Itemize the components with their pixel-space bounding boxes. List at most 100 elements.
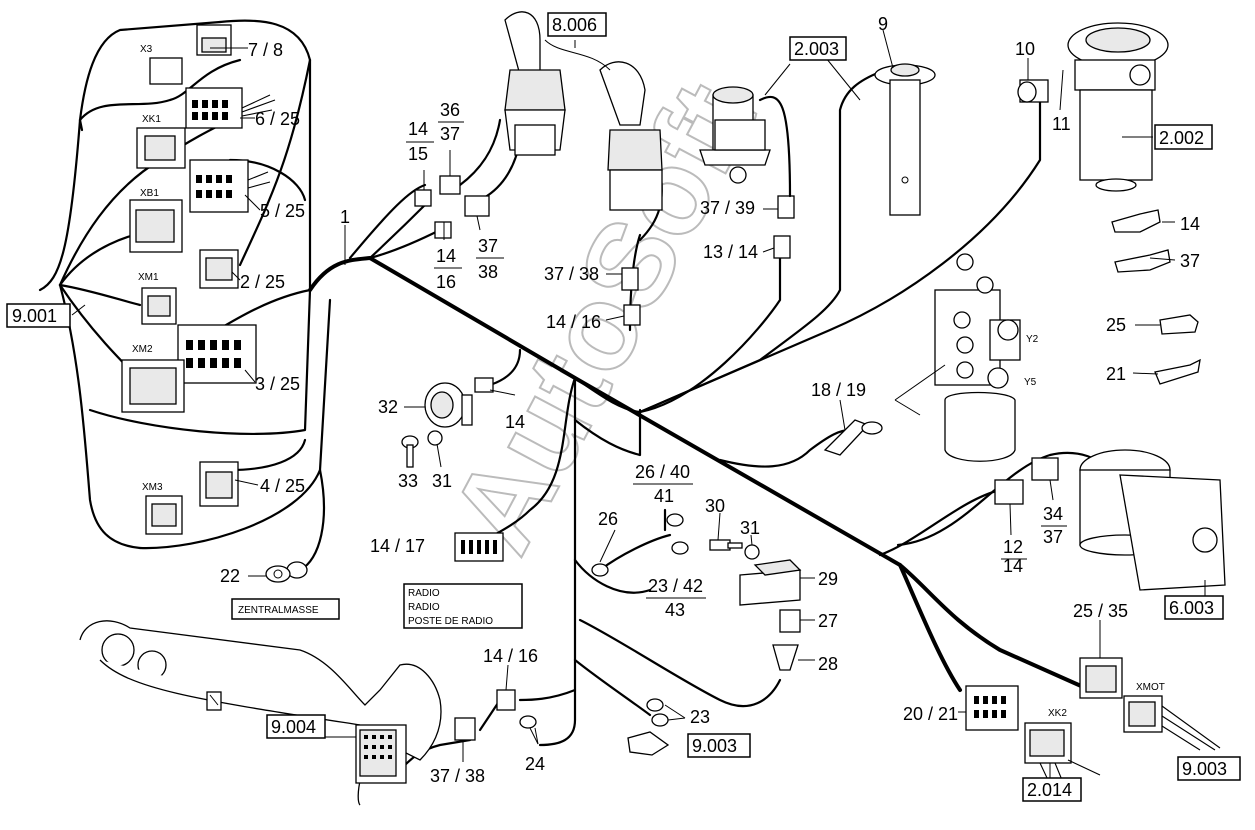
callout-24: 24: [525, 754, 545, 774]
callout-33: 33: [398, 471, 418, 491]
callout-14-b: 14: [505, 412, 525, 432]
connector-37-38-b: [621, 267, 639, 291]
callout-37-39: 37 / 39: [700, 198, 755, 218]
radio-label-1: RADIO: [408, 588, 440, 599]
ref-box-6-003: 6.003: [1164, 595, 1224, 620]
svg-text:2.002: 2.002: [1159, 128, 1204, 148]
callout-34-37-den: 37: [1043, 527, 1063, 547]
callout-25-35: 25 / 35: [1073, 601, 1128, 621]
connector-14-16-a: [434, 221, 452, 239]
radio-label-3: POSTE DE RADIO: [408, 616, 493, 627]
callout-1: 1: [340, 207, 350, 227]
ref-box-9-003-b: 9.003: [1177, 756, 1241, 781]
ground-cable-26: [591, 508, 689, 577]
joystick-left: [504, 11, 566, 156]
callout-31-b: 31: [740, 518, 760, 538]
callout-14-15-num: 14: [408, 119, 428, 139]
connector-14-horn: [474, 377, 494, 393]
callout-13-14: 13 / 14: [703, 242, 758, 262]
sensor-9-004: [355, 724, 407, 784]
label-y2: Y2: [1026, 334, 1039, 345]
callout-3-25: 3 / 25: [255, 374, 300, 394]
callout-23: 23: [690, 707, 710, 727]
callout-11: 11: [1052, 114, 1071, 134]
connector-4-25: [199, 461, 239, 507]
callout-23-42-num: 23 / 42: [648, 576, 703, 596]
callout-37-38-den: 38: [478, 262, 498, 282]
connector-34-37: [1031, 457, 1059, 481]
svg-text:6.003: 6.003: [1169, 598, 1214, 618]
callout-21: 21: [1106, 364, 1126, 384]
connector-xm1: XM1: [138, 272, 177, 325]
connector-xmot: XMOT: [1123, 682, 1221, 751]
zentralmasse-box: ZENTRALMASSE: [231, 598, 340, 620]
connector-12-14: [994, 479, 1024, 505]
ground-lug-22: [248, 561, 308, 583]
connector-20-21: [965, 685, 1019, 731]
svg-text:9.003: 9.003: [692, 736, 737, 756]
connector-xb1: XB1: [129, 188, 183, 253]
bolt-33: [401, 435, 419, 468]
callout-28: 28: [818, 654, 838, 674]
terminals-right: [1111, 209, 1201, 385]
callout-5-25: 5 / 25: [260, 201, 305, 221]
joystick-right: [599, 61, 663, 211]
callout-7-8: 7 / 8: [248, 40, 283, 60]
callout-18-19: 18 / 19: [811, 380, 866, 400]
leader-lines: [71, 29, 1206, 778]
label-x3: X3: [140, 44, 153, 55]
ref-box-2-014: 2.014: [1022, 777, 1082, 802]
label-y5: Y5: [1024, 377, 1037, 388]
ref-box-9-001: 9.001: [6, 303, 71, 328]
ref-box-2-003: 2.003: [789, 36, 847, 61]
svg-text:2.014: 2.014: [1027, 780, 1072, 800]
connector-13-14: [773, 235, 791, 259]
ref-box-2-002: 2.002: [1154, 124, 1213, 150]
callout-12-14-num: 12: [1003, 537, 1023, 557]
label-xm1: XM1: [138, 272, 159, 283]
svg-text:9.004: 9.004: [271, 717, 316, 737]
callout-2-25: 2 / 25: [240, 272, 285, 292]
radio-connector-14-17: [454, 532, 504, 562]
callout-32: 32: [378, 397, 398, 417]
horn-32: [424, 382, 473, 428]
relay-29: [739, 559, 802, 606]
ref-box-9-003-a: 9.003: [687, 733, 751, 758]
fuel-pump-2-003: [699, 86, 795, 219]
connector-37-38-a: [464, 195, 490, 217]
fuel-sender-9: [874, 63, 936, 216]
callout-36-37-den: 37: [440, 124, 460, 144]
callout-29: 29: [818, 569, 838, 589]
connector-14-16-c: [496, 689, 516, 711]
connector-6-25: [185, 87, 276, 129]
connector-xm2: XM2: [121, 344, 185, 413]
connector-xm3: XM3: [142, 482, 183, 535]
callout-14-16-b: 14 / 16: [546, 312, 601, 332]
ref-box-8-006: 8.006: [547, 12, 607, 37]
connector-28: [772, 644, 799, 671]
washer-31-b: [744, 544, 760, 560]
callout-14-16-c: 14 / 16: [483, 646, 538, 666]
radio-label-2: RADIO: [408, 602, 440, 613]
connector-25-35: [1079, 657, 1123, 699]
radio-box: RADIO RADIO POSTE DE RADIO: [403, 583, 523, 629]
label-xmot: XMOT: [1136, 682, 1165, 693]
callout-labels: 7 / 8 6 / 25 5 / 25 2 / 25 3 / 25 4 / 25…: [220, 14, 1200, 786]
callout-14-15-den: 15: [408, 144, 428, 164]
callout-14-17: 14 / 17: [370, 536, 425, 556]
connector-xk2: XK2: [1024, 708, 1101, 781]
callout-23-42-den: 43: [665, 600, 685, 620]
callout-9: 9: [878, 14, 888, 34]
callout-36-37-num: 36: [440, 100, 460, 120]
washer-31-a: [427, 430, 443, 446]
connector-3-25: [177, 324, 257, 384]
callout-6-25: 6 / 25: [255, 109, 300, 129]
connector-xk1: XK1: [136, 114, 186, 169]
main-trunk: [308, 70, 1112, 767]
ring-terminals-23: [646, 698, 669, 727]
callout-37-38-b: 37 / 38: [544, 264, 599, 284]
callout-22: 22: [220, 566, 240, 586]
label-xm2: XM2: [132, 344, 153, 355]
callout-34-37-num: 34: [1043, 504, 1063, 524]
ring-terminal-24: [519, 715, 539, 745]
